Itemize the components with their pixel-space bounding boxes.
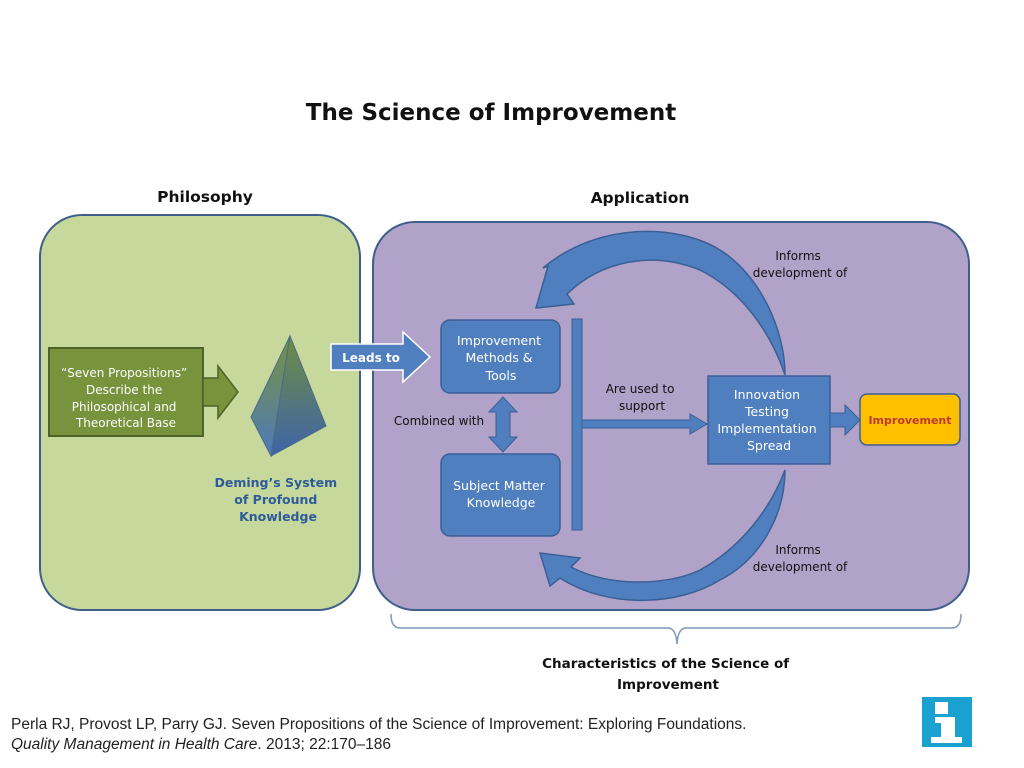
informs-top-curved-arrow: [534, 230, 786, 376]
methods-tools-box: Improvement Methods & Tools: [440, 319, 561, 394]
improvement-label: Improvement: [868, 414, 951, 427]
seven-propositions-line-2: Describe the: [86, 383, 162, 397]
svg-text:Informs development of: Informs development of: [753, 543, 848, 574]
svg-text:Innovation Testing: Innovation Testing Implementation Spread: [717, 387, 820, 453]
seven-propositions-line-4: Theoretical Base: [75, 416, 176, 430]
used-to-support-line-1: Are used to: [606, 382, 675, 396]
svg-text:Are used to support: Are used to support: [606, 382, 679, 413]
leads-to-label: Leads to: [342, 351, 400, 365]
svg-text:Subject Matter Knowledge: Subject Matter Knowledge: [453, 478, 549, 510]
informs-bottom-line-2: development of: [753, 560, 848, 574]
informs-top-line-1: Informs: [775, 249, 820, 263]
svg-text:“Seven Propositions” Des: “Seven Propositions” Describe the Philos…: [61, 366, 191, 430]
diagram-title: The Science of Improvement: [306, 100, 676, 126]
info-i-icon: [922, 697, 972, 747]
informs-bottom-curved-arrow: [538, 469, 786, 602]
informs-bottom-line-1: Informs: [775, 543, 820, 557]
innovation-box: Innovation Testing Implementation Spread: [707, 375, 831, 465]
citation: Perla RJ, Provost LP, Parry GJ. Seven Pr…: [11, 715, 891, 755]
citation-details: . 2013; 22:170–186: [257, 736, 392, 753]
methods-tools-line-3: Tools: [485, 368, 517, 383]
characteristics-brace: [390, 613, 962, 645]
support-arrow: [581, 413, 708, 435]
subject-matter-line-1: Subject Matter: [453, 478, 546, 493]
combined-with-double-arrow: [487, 396, 519, 453]
used-to-support-line-2: support: [619, 399, 665, 413]
subject-matter-box: Subject Matter Knowledge: [440, 453, 561, 537]
deming-label-line-3: Knowledge: [239, 509, 317, 524]
seven-propositions-box: “Seven Propositions” Describe the Philos…: [48, 347, 204, 437]
improvement-arrow: [829, 403, 861, 437]
informs-top-line-2: development of: [753, 266, 848, 280]
innovation-line-1: Innovation: [734, 387, 800, 402]
deming-label-line-1: Deming’s System: [215, 475, 338, 490]
citation-journal: Quality Management in Health Care: [11, 736, 258, 753]
characteristics-line-2: Improvement: [617, 677, 719, 693]
science-of-improvement-diagram: The Science of Improvement Philosophy Ap…: [39, 100, 970, 693]
seven-propositions-line-1: “Seven Propositions”: [61, 366, 187, 380]
svg-text:Improvement Methods &: Improvement Methods & Tools: [457, 333, 545, 383]
svg-text:Deming’s System of Profoun: Deming’s System of Profound Knowledge: [215, 475, 342, 524]
innovation-line-4: Spread: [747, 438, 791, 453]
leads-to-arrow: Leads to: [330, 330, 432, 384]
philosophy-heading: Philosophy: [157, 188, 253, 206]
combined-with-label: Combined with: [394, 414, 484, 428]
methods-bracket-bar: [571, 318, 583, 531]
innovation-line-3: Implementation: [717, 421, 816, 436]
citation-line-1: Perla RJ, Provost LP, Parry GJ. Seven Pr…: [11, 716, 747, 733]
deming-pyramid-icon: [250, 334, 327, 458]
seven-propositions-line-3: Philosophical and: [72, 400, 177, 414]
propositions-arrow: [202, 363, 239, 421]
svg-text:Characteristics of the Scienc: Characteristics of the Science of Improv…: [542, 656, 794, 693]
methods-tools-line-1: Improvement: [457, 333, 541, 348]
application-heading: Application: [591, 189, 690, 207]
innovation-line-2: Testing: [744, 404, 789, 419]
methods-tools-line-2: Methods &: [465, 350, 532, 365]
subject-matter-line-2: Knowledge: [467, 495, 536, 510]
svg-text:Informs development of: Informs development of: [753, 249, 848, 280]
improvement-box: Improvement: [859, 393, 961, 446]
deming-label-line-2: of Profound: [234, 492, 317, 507]
characteristics-line-1: Characteristics of the Science of: [542, 656, 789, 672]
citation-line-2: Quality Management in Health Care. 2013;…: [11, 735, 891, 755]
